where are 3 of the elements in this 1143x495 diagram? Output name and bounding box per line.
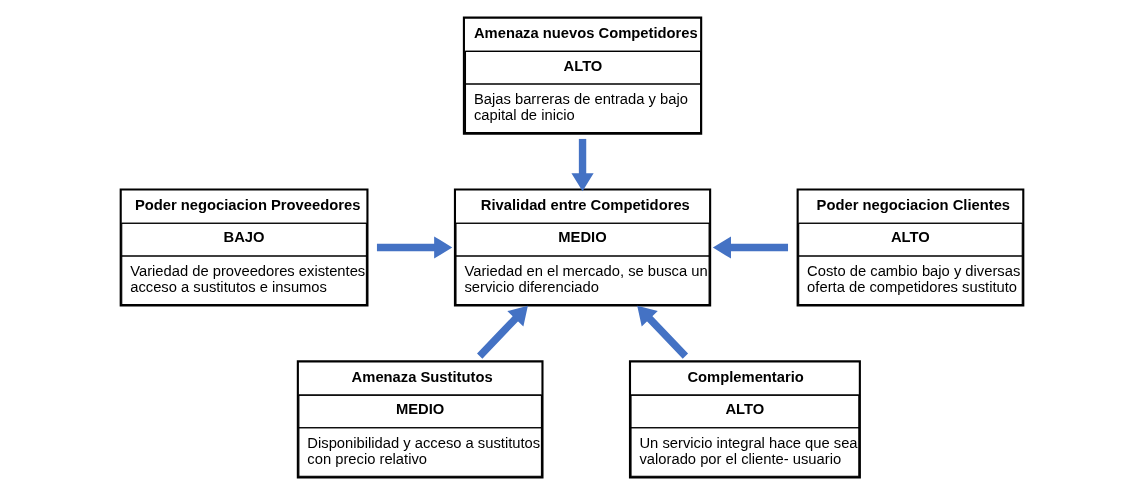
arrow — [636, 305, 688, 359]
arrow — [476, 305, 528, 359]
arrow — [570, 138, 594, 192]
